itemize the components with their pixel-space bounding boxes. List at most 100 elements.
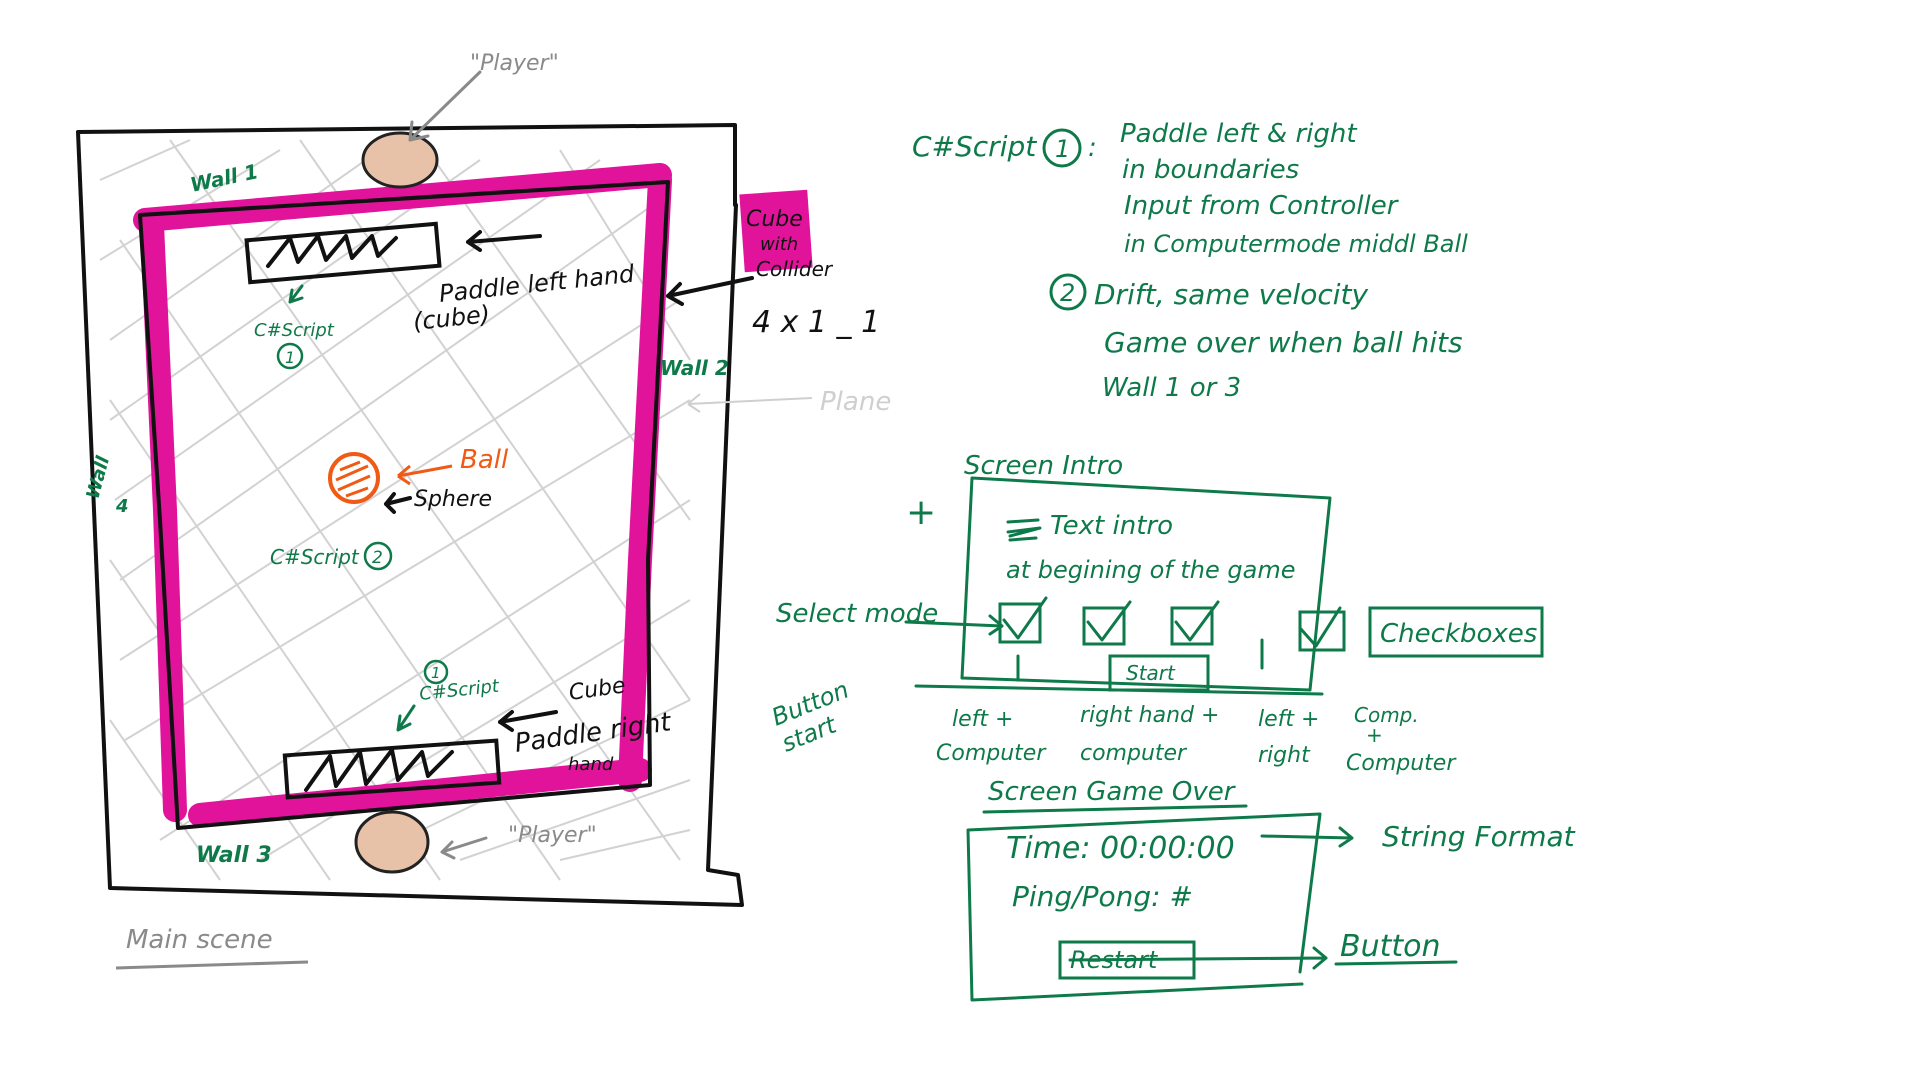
ball-fill [335, 460, 371, 498]
option-2-line-1: right hand + [1080, 703, 1219, 728]
script1-badge [276, 342, 304, 370]
arrow-cube-small [498, 710, 558, 732]
ball [328, 452, 380, 504]
option-2-line-2: computer [1080, 741, 1188, 766]
wall-4-label-b: 4 [115, 496, 129, 517]
option-4-line-3: Computer [1346, 751, 1457, 776]
screen-gameover-title: Screen Game Over [988, 777, 1237, 807]
notes-1-line-4: in Computermode middl Ball [1124, 230, 1468, 258]
checkbox-comp-computer[interactable] [1298, 606, 1346, 652]
pingpong-label: Ping/Pong: # [1012, 880, 1193, 913]
notes-2-line-3: Wall 1 or 3 [1102, 373, 1241, 403]
inner-boundary [138, 180, 670, 830]
plane-outline [76, 123, 744, 907]
main-scene-caption: Main scene [126, 925, 273, 955]
button-label-underline [1334, 960, 1458, 966]
checkboxes-label-box [1368, 606, 1544, 658]
notes-num-2: 2 [1060, 279, 1075, 307]
caption-underline [115, 960, 309, 970]
start-button[interactable]: Start [1108, 654, 1210, 692]
script1-label: C#Script [254, 320, 335, 341]
wall-1-label: Wall 1 [188, 159, 260, 197]
cube-dims-label: 4 x 1 _ 1 [752, 305, 880, 340]
string-format-label: String Format [1382, 820, 1576, 853]
wall-3-label: Wall 3 [196, 843, 272, 868]
notes-badge-2 [1049, 273, 1087, 311]
arrow-plane [687, 393, 813, 413]
screen-intro-title: Screen Intro [964, 451, 1123, 481]
arrow-paddle-left [466, 230, 542, 252]
player-top-label: "Player" [470, 51, 559, 76]
option-4-line-1: Comp. [1354, 703, 1419, 727]
notes-num-1: 1 [1055, 135, 1070, 163]
notes-1-line-3: Input from Controller [1124, 191, 1400, 221]
checkbox-left-right[interactable] [1170, 600, 1220, 646]
time-arrow [1260, 826, 1354, 848]
script2-label: C#Script [270, 545, 360, 569]
option-4-line-2: + [1366, 723, 1383, 747]
notes-script-header: C#Script [912, 130, 1037, 163]
script1-num: 1 [285, 348, 295, 367]
checkbox-right-computer[interactable] [1082, 600, 1132, 646]
paddle-right-sublabel: hand [568, 754, 614, 775]
collider-marker [739, 189, 813, 273]
player-bottom [354, 810, 430, 874]
screen-gameover-underline [982, 804, 1248, 814]
text-intro-icon [1006, 518, 1042, 542]
arrow-player-top [408, 70, 482, 142]
option-3-line-2: right [1258, 743, 1311, 768]
screen-intro-frame [960, 476, 1332, 692]
cube-collider-label-2: with [760, 234, 798, 255]
arrow-ball [397, 464, 453, 486]
ball-label: Ball [460, 445, 509, 475]
wall-4-label-a: Wall [83, 453, 115, 501]
paddle-left-label: Paddle left hand [438, 260, 637, 308]
screen-intro-plus: + [906, 492, 936, 533]
wall-2-label: Wall 2 [660, 356, 729, 380]
arrow-player-bottom [440, 836, 488, 860]
option-3-line-1: left + [1258, 707, 1319, 732]
cube-small-label: Cube [567, 673, 627, 706]
notes-badge-1 [1042, 128, 1082, 168]
script1b-badge [423, 659, 449, 685]
text-intro-line-1: Text intro [1050, 511, 1173, 541]
restart-arrow [1068, 946, 1328, 970]
text-intro-line-2: at begining of the game [1006, 556, 1295, 584]
paddle-left [244, 221, 442, 285]
wall-3 [188, 758, 652, 827]
start-button-label: Start [1126, 661, 1176, 685]
notes-2-line-1: Drift, same velocity [1094, 278, 1368, 311]
wall-2 [618, 168, 672, 792]
select-mode-arrow [904, 614, 1004, 636]
script2-badge [363, 541, 393, 571]
sphere-label: Sphere [414, 487, 492, 512]
cube-collider-label-3: Collider [756, 257, 834, 281]
mode-checkboxes [998, 596, 1346, 652]
notes-colon-1: : [1088, 133, 1097, 163]
paddle-left-sublabel: (cube) [412, 300, 492, 336]
start-connector [914, 638, 1324, 696]
plane-label: Plane [820, 387, 891, 417]
paddle-right [282, 738, 502, 800]
select-mode-label: Select mode [776, 599, 938, 629]
notes-1-line-1: Paddle left & right [1120, 119, 1357, 149]
player-bottom-label: "Player" [508, 823, 597, 848]
notes-1-line-2: in boundaries [1122, 155, 1299, 185]
arrow-script1b [396, 704, 416, 732]
player-top [361, 131, 439, 189]
arrow-sphere [384, 492, 412, 514]
arrow-script1 [288, 284, 304, 304]
option-1-line-1: left + [952, 707, 1013, 732]
checkboxes-label: Checkboxes [1380, 619, 1537, 649]
cube-collider-label-1: Cube [746, 207, 803, 232]
screen-gameover-frame [966, 812, 1322, 1002]
script2-num: 2 [372, 548, 383, 568]
notes-2-line-2: Game over when ball hits [1104, 326, 1463, 359]
checkbox-left-computer[interactable] [998, 596, 1048, 644]
script1b-num: 1 [431, 664, 441, 682]
time-label: Time: 00:00:00 [1006, 831, 1235, 866]
arrow-wall-2 [666, 276, 754, 306]
option-1-line-2: Computer [936, 741, 1047, 766]
button-label: Button [1340, 929, 1441, 964]
